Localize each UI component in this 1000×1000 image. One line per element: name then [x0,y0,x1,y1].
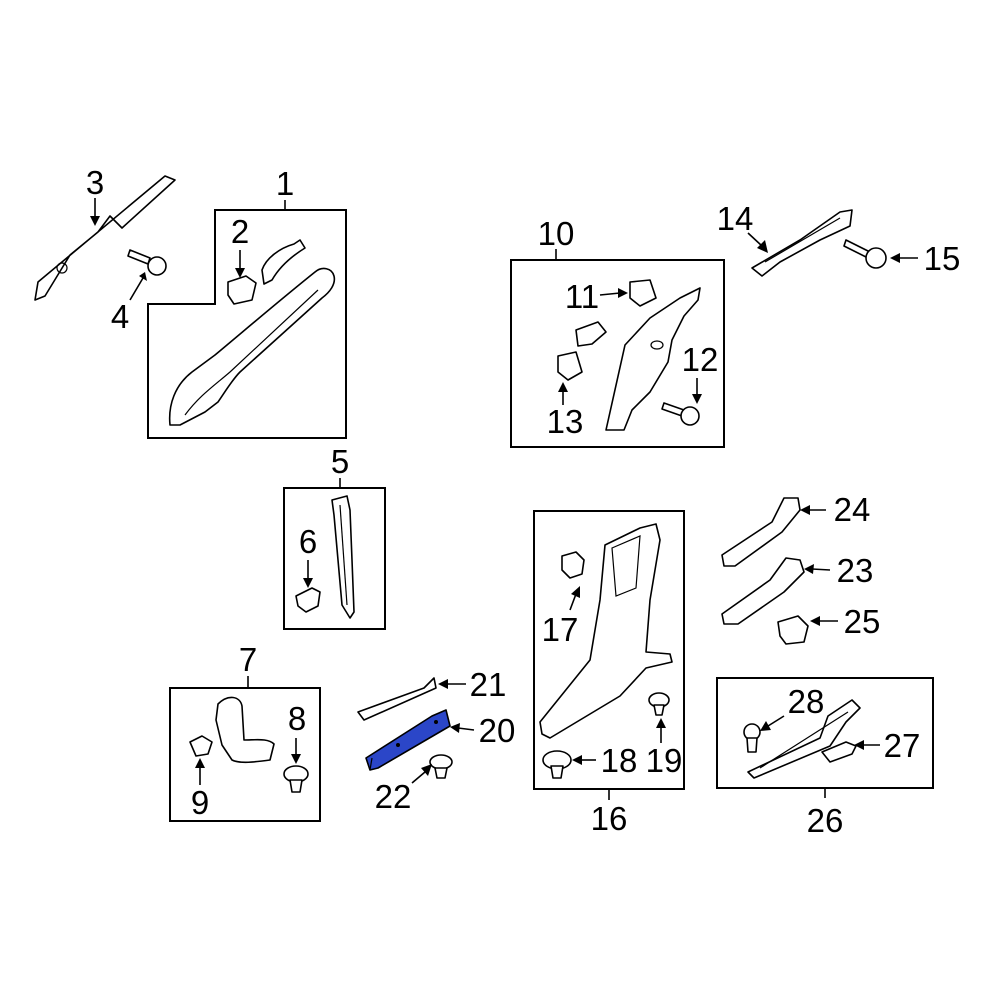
label-8[interactable]: 8 [288,700,306,737]
label-27[interactable]: 27 [884,727,921,764]
label-25[interactable]: 25 [844,603,881,640]
part-27-clip[interactable] [821,741,857,763]
part-17-clip[interactable] [561,551,585,579]
label-13[interactable]: 13 [547,403,584,440]
group-1-box [147,209,347,439]
label-4[interactable]: 4 [111,298,129,335]
part-4-bolt[interactable] [127,249,167,276]
label-10[interactable]: 10 [538,215,575,252]
label-23[interactable]: 23 [837,552,874,589]
part-10-bracket[interactable] [575,321,607,347]
part-11-clip[interactable] [629,279,657,307]
part-1-trim[interactable] [168,267,336,426]
part-20-sill-plate-highlighted[interactable] [365,709,451,771]
group-5-box [283,487,386,630]
label-17[interactable]: 17 [542,611,579,648]
label-5[interactable]: 5 [331,443,349,480]
label-20[interactable]: 20 [479,712,516,749]
part-3-molding[interactable] [34,175,176,301]
part-19-push-pin[interactable] [648,692,670,716]
label-6[interactable]: 6 [299,523,317,560]
part-1-bracket[interactable] [261,239,306,285]
part-8-push-pin[interactable] [283,765,309,793]
group-7-box [169,687,321,822]
label-1[interactable]: 1 [276,165,294,202]
label-11[interactable]: 11 [565,278,599,315]
part-9-clip[interactable] [189,735,213,757]
part-12-bolt[interactable] [661,402,700,426]
part-13-clip[interactable] [557,351,583,381]
part-7-trim[interactable] [215,696,275,764]
part-14-handle[interactable] [751,209,853,277]
part-6-clip[interactable] [295,587,321,613]
part-28-bolt[interactable] [743,723,761,753]
label-22[interactable]: 22 [375,778,412,815]
part-10-pillar-trim[interactable] [605,287,701,431]
part-5-pillar-trim[interactable] [331,495,355,619]
part-26-trim[interactable] [747,699,861,779]
part-25-clip[interactable] [777,615,809,645]
label-9[interactable]: 9 [191,784,209,821]
label-18[interactable]: 18 [601,742,638,779]
group-10-box [510,259,725,448]
label-3[interactable]: 3 [86,164,104,201]
label-7[interactable]: 7 [239,641,257,678]
label-12[interactable]: 12 [682,341,719,378]
label-28[interactable]: 28 [788,683,825,720]
part-23-trim[interactable] [721,557,805,625]
label-19[interactable]: 19 [646,742,683,779]
label-21[interactable]: 21 [470,666,507,703]
label-26[interactable]: 26 [807,802,844,839]
part-15-bolt[interactable] [843,239,887,269]
label-16[interactable]: 16 [591,800,628,837]
label-14[interactable]: 14 [717,200,754,237]
label-15[interactable]: 15 [924,240,961,277]
part-18-push-pin[interactable] [542,750,572,779]
label-24[interactable]: 24 [834,491,871,528]
part-22-push-pin[interactable] [429,754,453,779]
part-21-scuff-plate[interactable] [357,677,437,721]
part-2-clip[interactable] [227,275,257,305]
label-2[interactable]: 2 [231,213,249,250]
part-24-trim[interactable] [721,497,801,567]
part-16-pillar-trim[interactable] [539,523,673,739]
